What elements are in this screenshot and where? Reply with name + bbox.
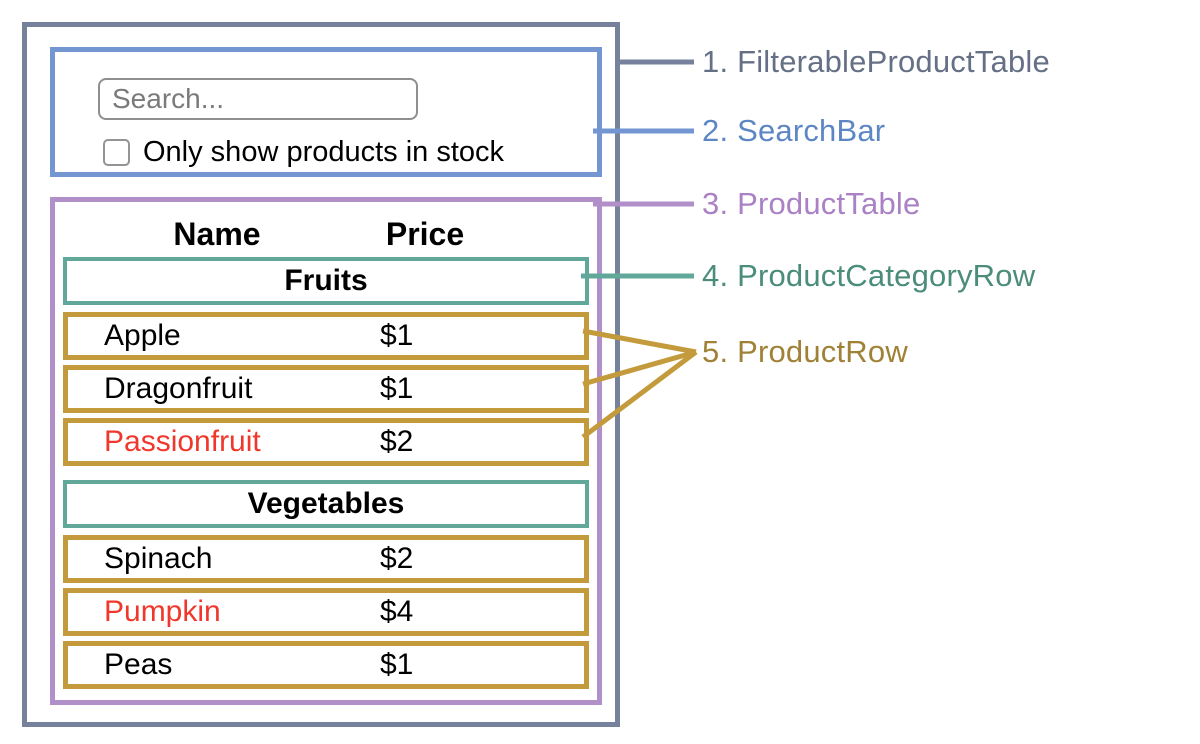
product-row-passionfruit: Passionfruit $2 — [63, 418, 589, 466]
product-name: Pumpkin — [104, 595, 221, 628]
in-stock-checkbox-label: Only show products in stock — [143, 136, 505, 168]
legend-product-category-row: 4. ProductCategoryRow — [702, 258, 1036, 293]
product-table-box: Name Price Fruits Apple $1 Dragonfruit $… — [50, 197, 602, 705]
product-price: $2 — [380, 542, 414, 575]
product-price: $1 — [380, 319, 414, 352]
column-header-price: Price — [385, 216, 465, 252]
product-row-dragonfruit: Dragonfruit $1 — [63, 365, 589, 413]
column-header-name: Name — [173, 216, 261, 252]
filterable-product-table-box: Only show products in stock Name Price F… — [22, 22, 620, 727]
in-stock-checkbox[interactable] — [103, 139, 130, 166]
table-header-row: Name Price — [55, 211, 597, 257]
product-name: Peas — [104, 648, 173, 681]
table-rows: Fruits Apple $1 Dragonfruit $1 Passionfr… — [63, 257, 589, 689]
product-name: Apple — [104, 319, 181, 352]
product-name: Spinach — [104, 542, 213, 575]
product-category-row-fruits: Fruits — [63, 257, 589, 305]
product-price: $1 — [380, 372, 414, 405]
product-row-peas: Peas $1 — [63, 641, 589, 689]
legend-filterable-product-table: 1. FilterableProductTable — [702, 44, 1050, 79]
in-stock-checkbox-row: Only show products in stock — [103, 136, 504, 169]
category-label: Vegetables — [247, 487, 405, 520]
legend-search-bar: 2. SearchBar — [702, 113, 886, 148]
legend-product-table: 3. ProductTable — [702, 186, 921, 221]
product-row-spinach: Spinach $2 — [63, 535, 589, 583]
product-price: $4 — [380, 595, 414, 628]
search-input[interactable] — [98, 78, 418, 120]
product-name: Passionfruit — [104, 425, 261, 458]
product-row-pumpkin: Pumpkin $4 — [63, 588, 589, 636]
product-row-apple: Apple $1 — [63, 312, 589, 360]
product-category-row-vegetables: Vegetables — [63, 480, 589, 528]
category-label: Fruits — [284, 264, 368, 297]
search-bar-box: Only show products in stock — [50, 47, 602, 177]
product-name: Dragonfruit — [104, 372, 253, 405]
product-price: $2 — [380, 425, 414, 458]
legend-product-row: 5. ProductRow — [702, 334, 908, 369]
product-price: $1 — [380, 648, 414, 681]
